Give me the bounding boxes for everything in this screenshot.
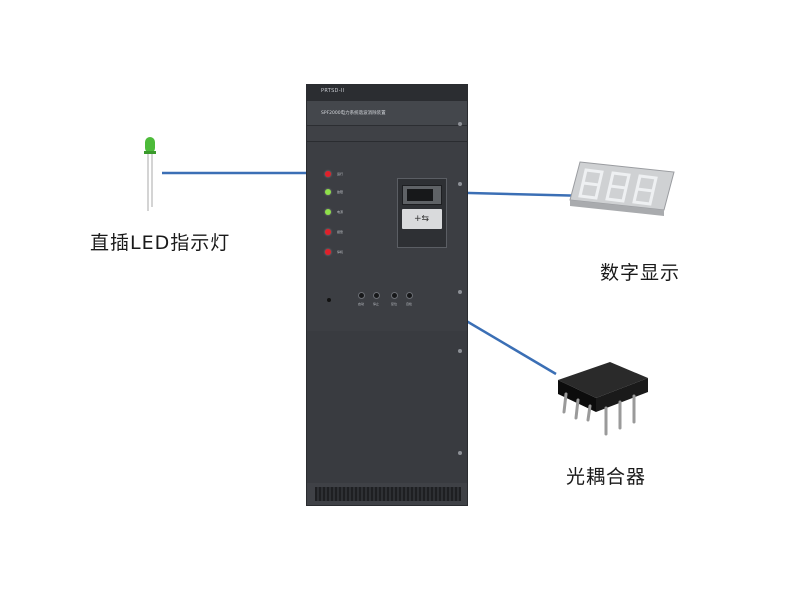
control-knob-1[interactable] <box>358 292 365 299</box>
display-module: +⇆ <box>397 178 447 248</box>
indicator-led-3 <box>325 209 331 215</box>
knob-label-1: 启动 <box>358 302 365 306</box>
screw <box>458 349 462 353</box>
lcd-screen <box>407 189 433 201</box>
cabinet-lower-panel <box>307 331 467 483</box>
control-cabinet: PRTSD-II SPF2000电力系统谐波消除装置 运行 故障 电源 报警 停… <box>306 84 468 506</box>
digital-display-label: 数字显示 <box>600 262 681 284</box>
control-knob-2[interactable] <box>373 292 380 299</box>
led-component-icon <box>144 137 156 211</box>
knob-label-2: 停止 <box>373 302 380 306</box>
keypad-arrows-icon: +⇆ <box>414 214 430 224</box>
knob-label-4: 自检 <box>406 302 413 306</box>
screw <box>458 122 462 126</box>
indicator-label-4: 报警 <box>337 230 344 234</box>
cabinet-title: SPF2000电力系统谐波消除装置 <box>321 111 386 116</box>
optocoupler-icon <box>558 362 648 436</box>
cabinet-model: PRTSD-II <box>321 88 345 94</box>
indicator-led-5 <box>325 249 331 255</box>
screw <box>458 451 462 455</box>
small-indicator <box>327 298 331 302</box>
led-label: 直插LED指示灯 <box>90 232 231 254</box>
control-knob-4[interactable] <box>406 292 413 299</box>
control-knob-3[interactable] <box>391 292 398 299</box>
indicator-led-4 <box>325 229 331 235</box>
indicator-label-2: 故障 <box>337 190 344 194</box>
indicator-label-3: 电源 <box>337 210 344 214</box>
indicator-label-5: 停机 <box>337 250 344 254</box>
optocoupler-label: 光耦合器 <box>566 466 647 488</box>
cabinet-upper-panel: 运行 故障 电源 报警 停机 +⇆ 启动 停止 复位 自检 <box>307 141 467 333</box>
cabinet-vent <box>315 487 461 501</box>
seven-segment-icon <box>569 161 675 216</box>
indicator-led-2 <box>325 189 331 195</box>
screw <box>458 290 462 294</box>
lcd-display <box>402 185 442 205</box>
indicator-led-1 <box>325 171 331 177</box>
indicator-label-1: 运行 <box>337 172 344 176</box>
cabinet-title-band: SPF2000电力系统谐波消除装置 <box>307 101 467 126</box>
cabinet-header: PRTSD-II <box>307 85 467 102</box>
knob-label-3: 复位 <box>391 302 398 306</box>
screw <box>458 182 462 186</box>
keypad[interactable]: +⇆ <box>402 209 442 229</box>
